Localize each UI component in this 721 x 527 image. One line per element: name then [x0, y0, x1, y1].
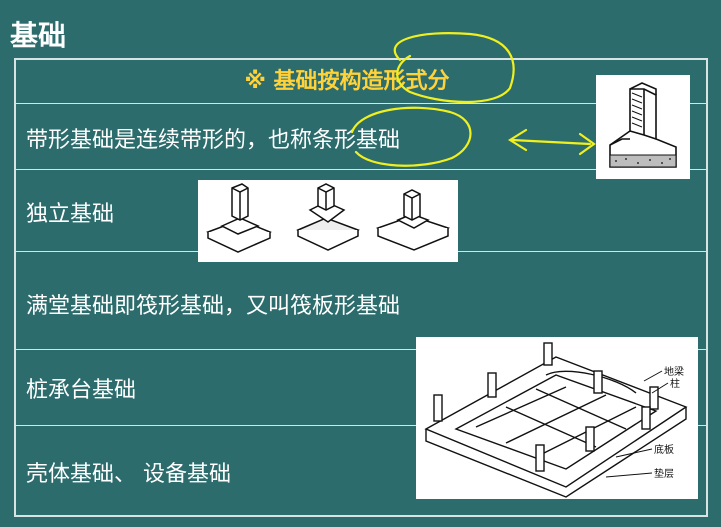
table-header: ※ 基础按构造形式分 [244, 69, 450, 94]
strip-foundation-illustration [596, 75, 690, 179]
label-column: 柱 [670, 377, 680, 390]
label-ground-beam: 地梁 [664, 365, 684, 378]
row-text: 带形基础是连续带形的，也称条形基础 [26, 128, 401, 153]
raft-foundation-illustration: 地梁 柱 底板 垫层 [416, 337, 698, 499]
label-cushion-layer: 垫层 [654, 467, 674, 480]
row-text: 满堂基础即筏形基础，又叫筏板形基础 [26, 294, 401, 319]
construction-form-table: ※ 基础按构造形式分 带形基础是连续带形的，也称条形基础 独立基础 满堂基础即筏… [14, 58, 708, 517]
label-base-slab: 底板 [654, 443, 674, 456]
row-text: 桩承台基础 [26, 378, 137, 403]
row-text: 独立基础 [26, 202, 115, 227]
table-row-shell-equipment-foundation: 壳体基础、 设备基础 [16, 426, 706, 517]
row-text: 壳体基础、 设备基础 [26, 462, 231, 487]
table-row-pile-cap-foundation: 桩承台基础 [16, 350, 706, 426]
table-row-raft-foundation: 满堂基础即筏形基础，又叫筏板形基础 [16, 252, 706, 350]
table-row-strip-foundation: 带形基础是连续带形的，也称条形基础 [16, 104, 706, 170]
isolated-foundation-illustration [198, 180, 458, 262]
slide-title: 基础 [10, 19, 67, 52]
